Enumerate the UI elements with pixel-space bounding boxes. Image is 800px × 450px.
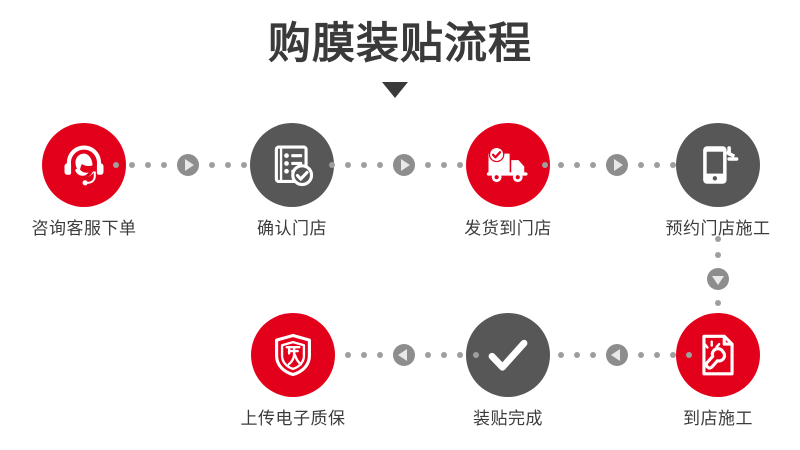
arrow-left-icon	[606, 344, 628, 366]
connector-dot	[441, 352, 447, 358]
arrow-left-icon	[393, 344, 415, 366]
connector-dot	[574, 352, 580, 358]
delivery-truck-icon	[486, 146, 528, 183]
step-node-5[interactable]: 到店施工	[638, 313, 798, 430]
connector-dot	[558, 352, 564, 358]
connector-dot	[686, 352, 692, 358]
step-node-6[interactable]: 装贴完成	[428, 313, 588, 430]
connector-dot	[225, 162, 231, 168]
connector-dot	[113, 162, 119, 168]
arrow-right-icon	[393, 154, 415, 176]
connector-dot	[161, 162, 167, 168]
step-6-label: 装贴完成	[473, 409, 543, 429]
connector-dot	[654, 352, 660, 358]
connector-dot	[542, 162, 548, 168]
connector-dot	[590, 162, 596, 168]
connector-dot	[361, 352, 367, 358]
shield-warranty-icon	[275, 333, 311, 377]
connector-dot	[241, 162, 247, 168]
connector-dot	[329, 162, 335, 168]
page-title: 购膜装贴流程	[268, 19, 532, 69]
checklist-document-icon	[274, 145, 314, 187]
step-3-bubble[interactable]	[466, 123, 550, 207]
step-node-1[interactable]: 咨询客服下单	[4, 123, 164, 240]
connector-dot	[715, 236, 721, 242]
step-2-label: 确认门店	[257, 219, 327, 239]
connector-dot	[425, 162, 431, 168]
connector-dot	[574, 162, 580, 168]
mobile-booking-icon	[703, 146, 739, 184]
connector-dot	[654, 162, 660, 168]
step-7-bubble[interactable]	[251, 313, 335, 397]
step-node-4[interactable]: 预约门店施工	[638, 123, 798, 240]
connector-dot	[638, 162, 644, 168]
step-2-bubble[interactable]	[250, 123, 334, 207]
connector-4	[707, 236, 729, 322]
step-5-label: 到店施工	[683, 409, 753, 429]
connector-dot	[670, 352, 676, 358]
connector-dot	[715, 300, 721, 306]
connector-dot	[377, 162, 383, 168]
connector-dot	[457, 162, 463, 168]
connector-dot	[441, 162, 447, 168]
step-1-bubble[interactable]	[42, 123, 126, 207]
arrow-right-icon	[177, 154, 199, 176]
connector-dot	[473, 352, 479, 358]
step-node-7[interactable]: 上传电子质保	[213, 313, 373, 430]
arrow-right-icon	[606, 154, 628, 176]
step-node-2[interactable]: 确认门店	[212, 123, 372, 240]
arrow-down-icon	[707, 268, 729, 290]
connector-dot	[145, 162, 151, 168]
connector-dot	[558, 162, 564, 168]
connector-dot	[425, 352, 431, 358]
checkmark-icon	[488, 339, 528, 371]
connector-dot	[361, 162, 367, 168]
connector-dot	[670, 162, 676, 168]
connector-dot	[590, 352, 596, 358]
step-4-label: 预约门店施工	[665, 219, 771, 239]
step-7-label: 上传电子质保	[240, 409, 346, 429]
connector-dot	[377, 352, 383, 358]
step-3-label: 发货到门店	[464, 219, 552, 239]
step-6-bubble[interactable]	[466, 313, 550, 397]
connector-dot	[209, 162, 215, 168]
document-wrench-icon	[702, 334, 734, 376]
connector-dot	[715, 252, 721, 258]
connector-dot	[345, 162, 351, 168]
headset-support-icon	[64, 145, 104, 186]
connector-dot	[345, 352, 351, 358]
step-node-3[interactable]: 发货到门店	[428, 123, 588, 240]
connector-dot	[638, 352, 644, 358]
connector-dot	[129, 162, 135, 168]
triangle-down-icon	[382, 82, 408, 98]
step-4-bubble[interactable]	[676, 123, 760, 207]
step-1-label: 咨询客服下单	[31, 219, 137, 239]
connector-dot	[457, 352, 463, 358]
